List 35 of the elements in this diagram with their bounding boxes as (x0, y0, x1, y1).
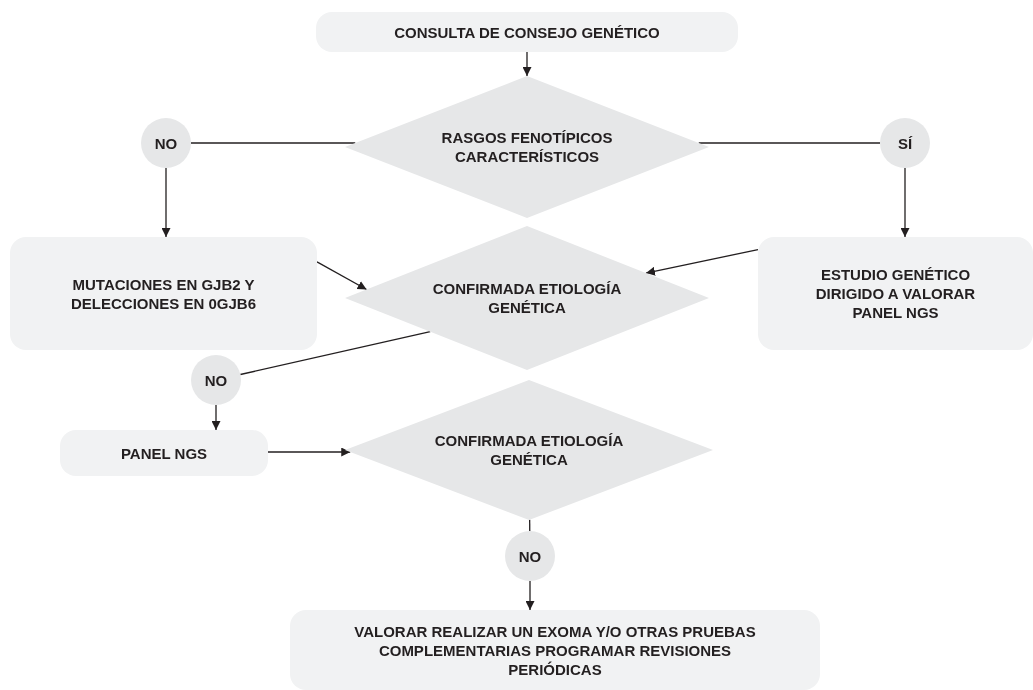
arrow (645, 248, 759, 276)
connector-line (239, 331, 431, 376)
arrow (267, 447, 351, 457)
node-text: RASGOS FENOTÍPICOS CARACTERÍSTICOS (440, 128, 614, 166)
node-text: PANEL NGS (120, 443, 208, 463)
node-text: VALORAR REALIZAR UN EXOMA Y/O OTRAS PRUEBAS COMPLEMENTARIAS PROGRAMAR REVISIONES PERIÓDICAS (353, 621, 757, 679)
process-box (290, 610, 820, 690)
process-box (316, 12, 738, 52)
process-box (758, 237, 1033, 350)
decision-diamond (345, 76, 709, 218)
arrow (900, 167, 910, 238)
arrow (525, 580, 535, 611)
connector-line (190, 142, 356, 144)
arrow (161, 167, 171, 238)
node-text: NO (204, 370, 228, 390)
arrow (522, 51, 532, 77)
connector-line (698, 142, 881, 144)
answer-circle (191, 355, 241, 405)
node-text: ESTUDIO GENÉTICO DIRIGIDO A VALORAR PANEL NGS (814, 265, 977, 322)
answer-circle (880, 118, 930, 168)
node-text: NO (518, 546, 542, 566)
node-text: CONFIRMADA ETIOLOGÍA GENÉTICA (431, 279, 623, 317)
arrow (211, 404, 221, 431)
decision-diamond (345, 226, 709, 370)
answer-circle (141, 118, 191, 168)
decision-diamond (345, 380, 713, 520)
node-text: NO (154, 133, 178, 153)
arrow (316, 261, 368, 291)
process-box (10, 237, 317, 350)
answer-circle (505, 531, 555, 581)
node-text: CONFIRMADA ETIOLOGÍA GENÉTICA (433, 431, 625, 469)
node-text: MUTACIONES EN GJB2 Y DELECCIONES EN 0GJB6 (69, 274, 257, 313)
node-text: SÍ (897, 133, 913, 153)
process-box (60, 430, 268, 476)
node-text: CONSULTA DE CONSEJO GENÉTICO (394, 22, 660, 42)
